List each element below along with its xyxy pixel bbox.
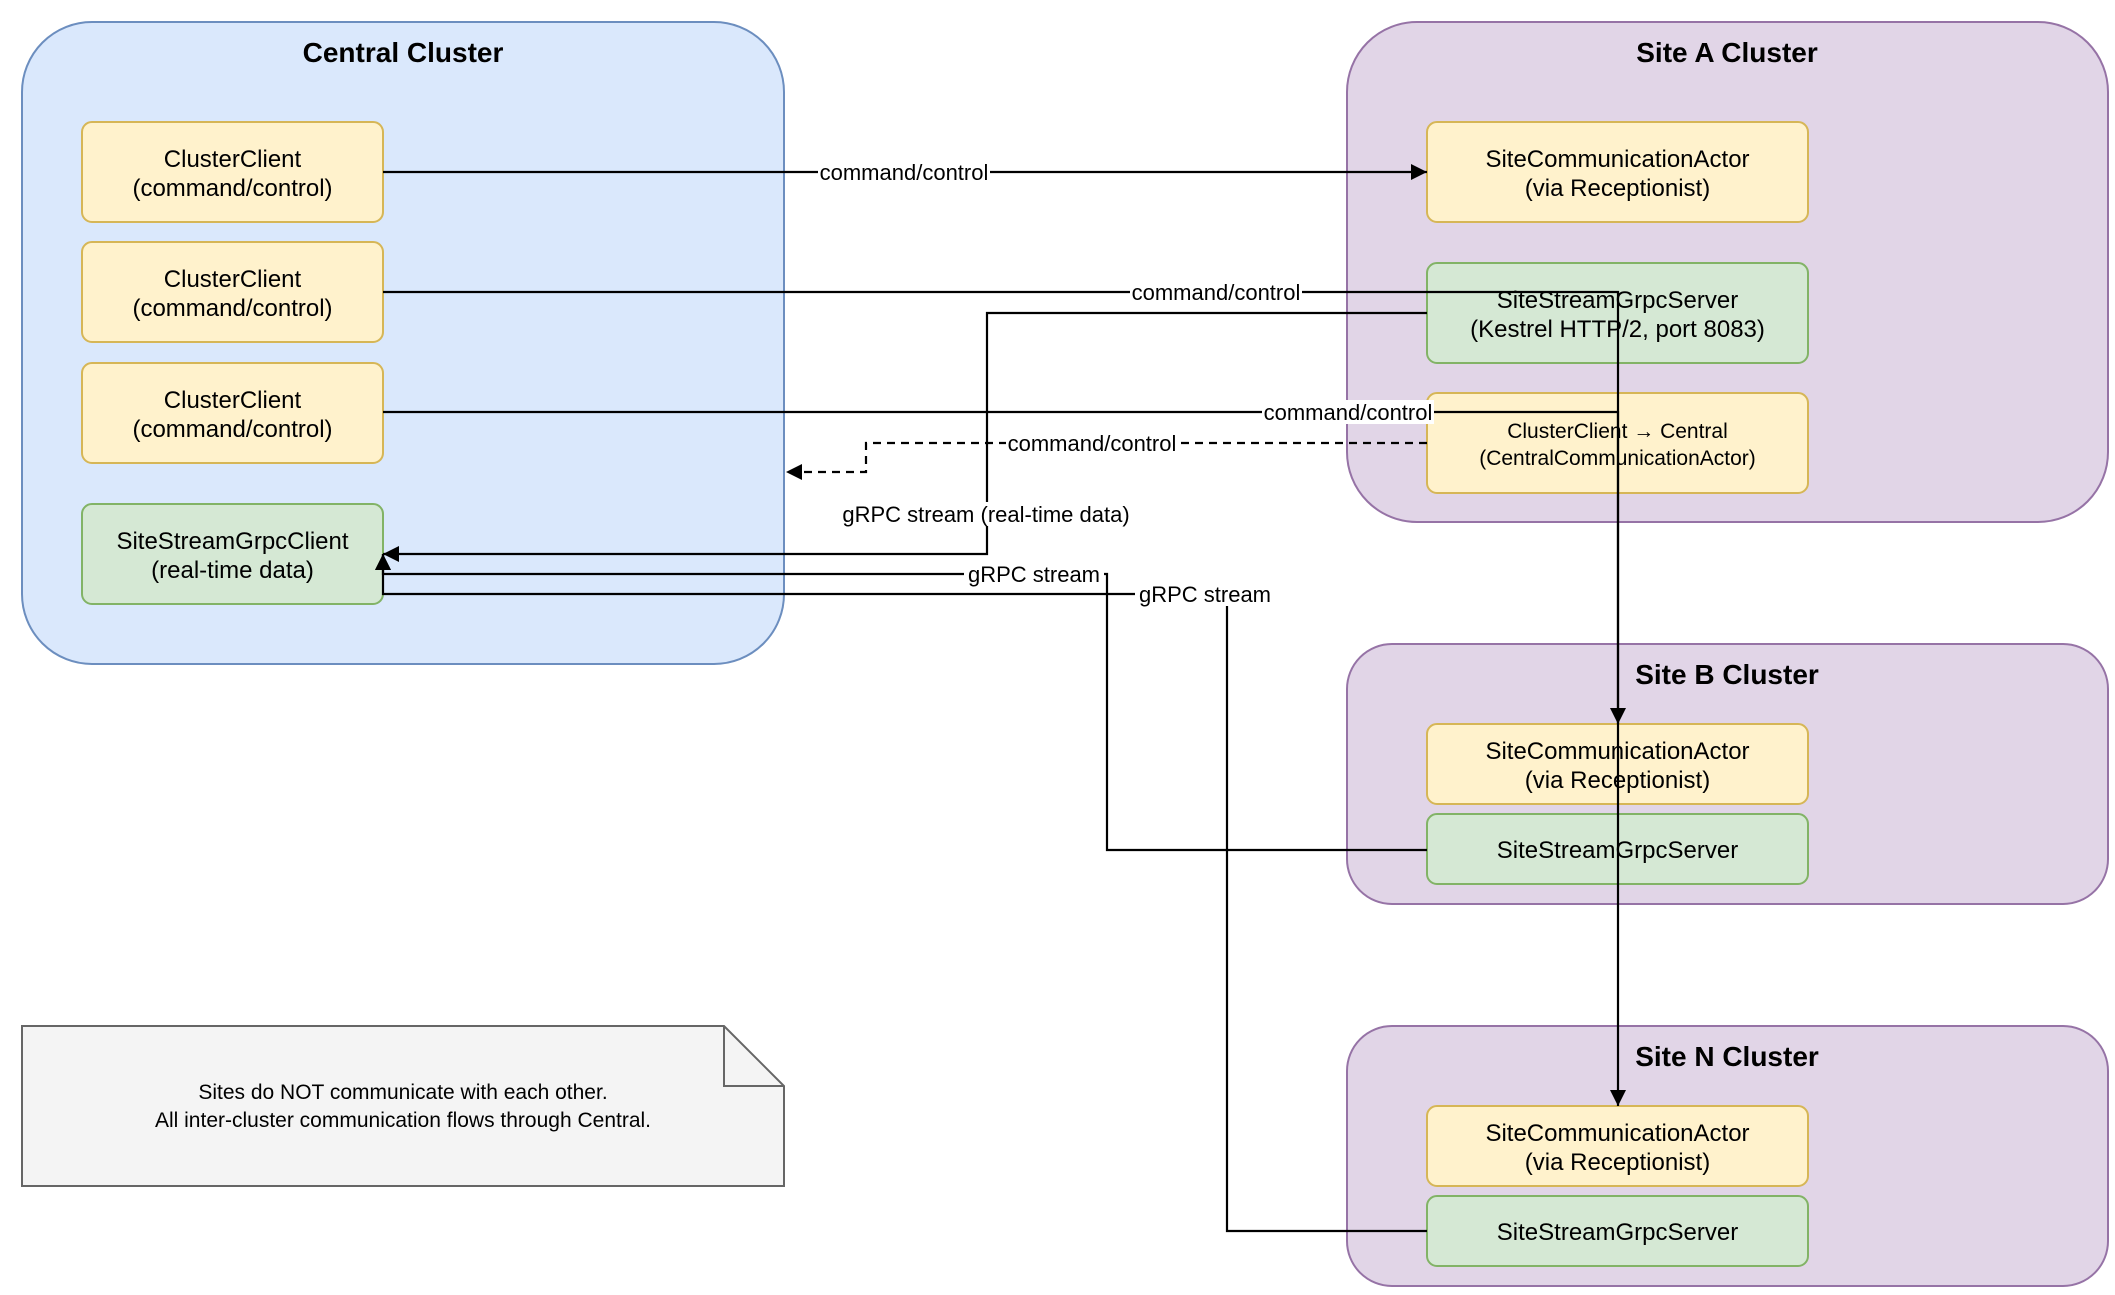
note-shape-body [21, 1025, 785, 1187]
cluster-client-node-3-line1: ClusterClient [164, 387, 302, 414]
svg-text:SiteStreamGrpcClient(real-time: SiteStreamGrpcClient(real-time data) [116, 528, 348, 584]
edge-site-a-grpc-line [383, 311, 1427, 562]
note-shape[interactable]: Sites do NOT communicate with each other… [21, 1025, 785, 1187]
edge-cc1-to-site-a-label: command/control [820, 160, 989, 185]
cluster-client-node-2[interactable]: ClusterClient(command/control) [81, 241, 384, 343]
cluster-client-node-1-line1: ClusterClient [164, 146, 302, 173]
edge-site-n-grpc: gRPC stream [375, 554, 1427, 1233]
svg-text:Sites do NOT communicate with: Sites do NOT communicate with each other… [155, 1081, 651, 1132]
site-a-cluster-title: Site A Cluster [1636, 37, 1818, 68]
svg-text:SiteCommunicationActor(via Rec: SiteCommunicationActor(via Receptionist) [1485, 1120, 1749, 1176]
site-a-communication-actor-node[interactable]: SiteCommunicationActor(via Receptionist) [1426, 121, 1809, 223]
edge-cc2-to-site-b-label: command/control [1132, 280, 1301, 305]
site-b-cluster-title: Site B Cluster [1635, 659, 1819, 690]
edge-site-n-grpc-label-bg [1135, 582, 1275, 606]
edge-cc2-to-site-b-label-bg [1130, 280, 1302, 304]
site-n-grpc-server-node[interactable]: SiteStreamGrpcServer [1426, 1195, 1809, 1267]
note-shape-fold [723, 1026, 784, 1087]
site-stream-grpc-client-node[interactable]: SiteStreamGrpcClient(real-time data) [81, 503, 384, 605]
cluster-client-node-2-line2: (command/control) [132, 295, 332, 322]
cluster-client-node-3[interactable]: ClusterClient(command/control) [81, 362, 384, 464]
site-stream-grpc-client-node-line2: (real-time data) [151, 557, 314, 584]
edge-site-b-grpc-label: gRPC stream [968, 562, 1100, 587]
svg-text:ClusterClient(command/control): ClusterClient(command/control) [132, 266, 332, 322]
site-n-communication-actor-node-line2: (via Receptionist) [1525, 1149, 1710, 1176]
svg-text:ClusterClient(command/control): ClusterClient(command/control) [132, 146, 332, 202]
site-n-grpc-server-node-label: SiteStreamGrpcServer [1497, 1219, 1738, 1246]
note-line-1: Sites do NOT communicate with each other… [198, 1081, 607, 1104]
edge-site-a-grpc: gRPC stream (real-time data) [383, 311, 1427, 562]
edge-cc3-to-site-n-line [383, 410, 1626, 1106]
edge-site-n-grpc-label: gRPC stream [1139, 582, 1271, 607]
cluster-client-node-1[interactable]: ClusterClient(command/control) [81, 121, 384, 223]
site-a-communication-actor-node-line2: (via Receptionist) [1525, 175, 1710, 202]
edge-site-a-grpc-label-bg [838, 502, 1134, 526]
svg-text:SiteCommunicationActor(via Rec: SiteCommunicationActor(via Receptionist) [1485, 146, 1749, 202]
site-stream-grpc-client-node-line1: SiteStreamGrpcClient [116, 528, 348, 555]
cluster-client-node-3-line2: (command/control) [132, 416, 332, 443]
edge-site-a-grpc-label: gRPC stream (real-time data) [842, 502, 1129, 527]
edge-cc3-to-site-n-label: command/control [1264, 400, 1433, 425]
central-cluster-title: Central Cluster [303, 37, 504, 68]
edge-cc3-to-site-n: command/control [383, 400, 1626, 1106]
edge-site-a-to-central: command/control [786, 431, 1427, 480]
edge-site-a-to-central-label: command/control [1008, 431, 1177, 456]
edge-cc1-to-site-a-label-bg [818, 160, 990, 184]
svg-text:ClusterClient(command/control): ClusterClient(command/control) [132, 387, 332, 443]
site-n-cluster-title: Site N Cluster [1635, 1041, 1819, 1072]
edge-cc3-to-site-n-label-bg [1262, 400, 1434, 424]
site-n-communication-actor-node-line1: SiteCommunicationActor [1485, 1120, 1749, 1147]
note-line-2: All inter-cluster communication flows th… [155, 1109, 651, 1132]
edge-site-a-to-central-label-bg [1006, 431, 1178, 455]
site-n-communication-actor-node[interactable]: SiteCommunicationActor(via Receptionist) [1426, 1105, 1809, 1187]
cluster-client-node-1-line2: (command/control) [132, 175, 332, 202]
site-a-communication-actor-node-line1: SiteCommunicationActor [1485, 146, 1749, 173]
cluster-client-node-2-line1: ClusterClient [164, 266, 302, 293]
edge-cc1-to-site-a: command/control [383, 160, 1427, 185]
edge-site-b-grpc-label-bg [964, 562, 1104, 586]
